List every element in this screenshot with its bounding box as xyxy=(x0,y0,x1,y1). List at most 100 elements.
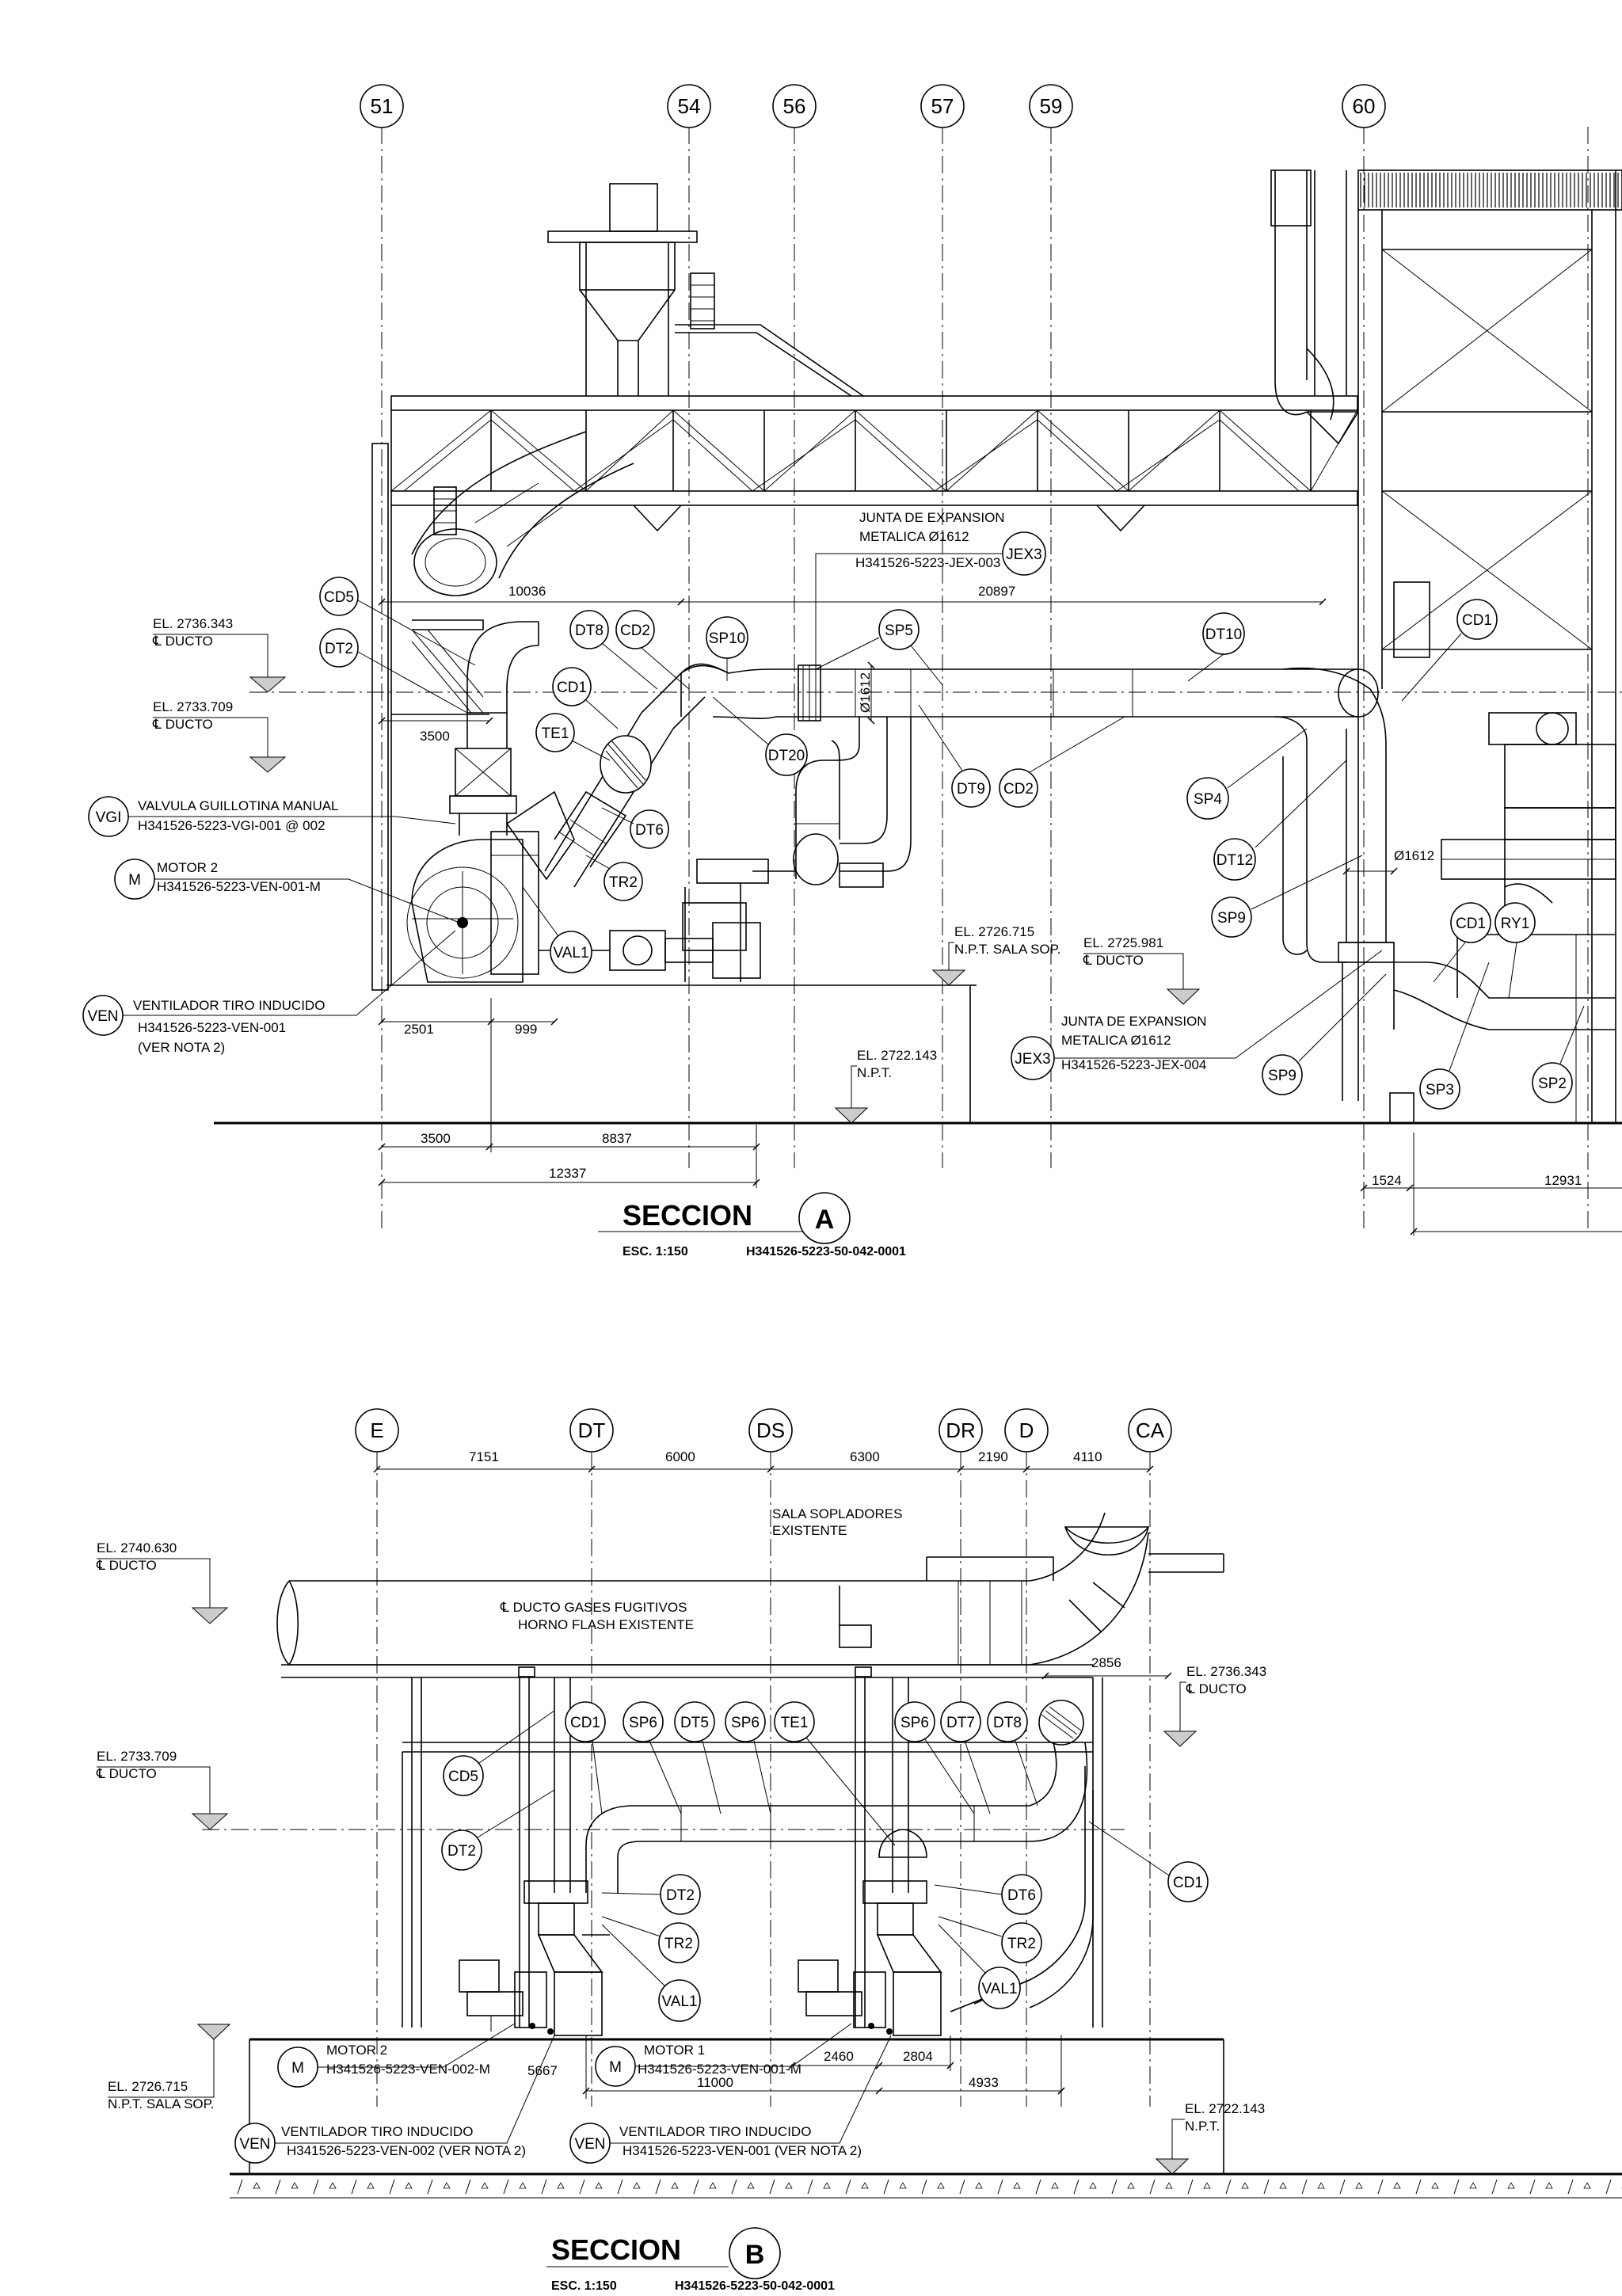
tag-dt2: DT2 xyxy=(319,628,468,714)
svg-text:JEX3: JEX3 xyxy=(1015,1051,1050,1068)
svg-text:2460: 2460 xyxy=(824,2049,854,2064)
svg-text:VAL1: VAL1 xyxy=(661,1993,697,2010)
svg-text:EL. 2740.630: EL. 2740.630 xyxy=(97,1540,177,1555)
svg-text:12337: 12337 xyxy=(549,1166,586,1181)
svg-text:VENTILADOR TIRO INDUCIDO: VENTILADOR TIRO INDUCIDO xyxy=(281,2124,473,2139)
svg-text:2804: 2804 xyxy=(903,2049,933,2064)
svg-text:DT5: DT5 xyxy=(680,1715,709,1731)
svg-text:CD1: CD1 xyxy=(1173,1875,1203,1891)
svg-text:ESC. 1:150: ESC. 1:150 xyxy=(551,2279,617,2293)
svg-text:VEN: VEN xyxy=(87,1008,118,1025)
svg-text:H341526-5223-50-042-0001: H341526-5223-50-042-0001 xyxy=(675,2279,835,2293)
svg-text:DT9: DT9 xyxy=(957,781,985,798)
tag-b-dt8: DT8 xyxy=(987,1701,1038,1807)
section-b-dimensions: 2856 11000 5667 2460 2804 4933 xyxy=(527,1655,1172,2107)
svg-text:SP6: SP6 xyxy=(900,1715,929,1731)
section-a-elevations: EL. 2736.343 ℄ DUCTO EL. 2733.709 ℄ DUCT… xyxy=(152,616,1201,1124)
svg-text:N.P.T.: N.P.T. xyxy=(1185,2119,1220,2134)
svg-text:℄ DUCTO: ℄ DUCTO xyxy=(96,1558,157,1573)
svg-text:℄ DUCTO: ℄ DUCTO xyxy=(1083,953,1144,968)
svg-text:4933: 4933 xyxy=(969,2075,999,2090)
fan-units-b xyxy=(459,1829,942,2036)
svg-text:SP6: SP6 xyxy=(629,1715,657,1731)
svg-text:5667: 5667 xyxy=(527,2063,558,2078)
tag-b-dt5: DT5 xyxy=(674,1701,722,1814)
svg-text:VALVULA GUILLOTINA MANUAL: VALVULA GUILLOTINA MANUAL xyxy=(138,798,339,813)
svg-text:3500: 3500 xyxy=(420,729,450,744)
svg-text:℄ DUCTO: ℄ DUCTO xyxy=(152,634,213,649)
elevation-2726-715: EL. 2726.715 N.P.T. SALA SOP. xyxy=(931,924,1061,986)
tag-dt8: DT8 xyxy=(569,610,658,690)
svg-text:SECCION: SECCION xyxy=(623,1199,752,1232)
svg-text:B: B xyxy=(745,2240,765,2270)
duct-diagonal-te1 xyxy=(505,664,729,888)
section-a: 51 54 56 57 59 60 xyxy=(82,84,1622,1258)
svg-text:10036: 10036 xyxy=(508,584,546,599)
section-a-grid-lines xyxy=(381,127,1589,1232)
svg-text:TE1: TE1 xyxy=(781,1715,809,1731)
tag-b-val1-left: VAL1 xyxy=(601,1924,701,2022)
grid-bubble-dr: DR xyxy=(939,1408,983,1453)
svg-text:CA: CA xyxy=(1136,1418,1165,1442)
svg-text:SP10: SP10 xyxy=(709,630,745,647)
svg-text:51: 51 xyxy=(371,94,394,118)
svg-text:M: M xyxy=(128,872,141,889)
duct-network-b xyxy=(554,1677,1094,2012)
svg-text:DT8: DT8 xyxy=(575,623,603,639)
svg-text:JEX3: JEX3 xyxy=(1006,546,1041,563)
svg-text:SP9: SP9 xyxy=(1217,910,1246,927)
svg-text:DT12: DT12 xyxy=(1216,852,1253,869)
svg-text:℄ DUCTO: ℄ DUCTO xyxy=(1186,1681,1247,1696)
tag-b-cd1-right: CD1 xyxy=(1088,1821,1209,1902)
svg-text:TR2: TR2 xyxy=(1007,1936,1036,1952)
svg-text:6000: 6000 xyxy=(665,1449,695,1464)
svg-text:2190: 2190 xyxy=(978,1449,1008,1464)
grid-bubble-e: E xyxy=(355,1408,399,1453)
tag-dt6: DT6 xyxy=(601,807,669,849)
svg-text:Ø1612: Ø1612 xyxy=(1394,848,1434,863)
svg-text:EL. 2733.709: EL. 2733.709 xyxy=(97,1749,177,1764)
section-b-grid-bubbles: E DT DS DR D CA xyxy=(355,1408,1172,1453)
tag-dt12: DT12 xyxy=(1213,760,1347,881)
svg-text:N.P.T. SALA SOP.: N.P.T. SALA SOP. xyxy=(954,942,1061,957)
svg-text:TR2: TR2 xyxy=(664,1936,693,1952)
svg-text:A: A xyxy=(815,1205,835,1235)
svg-text:DT10: DT10 xyxy=(1205,626,1242,643)
svg-text:℄ DUCTO: ℄ DUCTO xyxy=(96,1766,157,1781)
svg-text:H341526-5223-VGI-001 @ 002: H341526-5223-VGI-001 @ 002 xyxy=(138,818,326,833)
tag-b-sp6-2: SP6 xyxy=(725,1701,771,1814)
svg-text:H341526-5223-VEN-002-M: H341526-5223-VEN-002-M xyxy=(326,2062,490,2077)
tag-sp3: SP3 xyxy=(1419,961,1490,1110)
svg-text:EL. 2726.715: EL. 2726.715 xyxy=(108,2079,188,2094)
svg-text:59: 59 xyxy=(1040,94,1063,118)
tag-vgi: VGI xyxy=(88,796,129,837)
elevation-2733-709-b: EL. 2733.709 ℄ DUCTO xyxy=(96,1749,229,1830)
svg-text:TR2: TR2 xyxy=(609,874,638,891)
svg-text:H341526-5223-VEN-001 (VER NOTA: H341526-5223-VEN-001 (VER NOTA 2) xyxy=(623,2143,862,2158)
fan-unit-right xyxy=(798,1829,942,2036)
elevation-2733-709: EL. 2733.709 ℄ DUCTO xyxy=(152,699,287,773)
elevation-2722-143-b: EL. 2722.143 N.P.T. xyxy=(1155,2101,1265,2175)
svg-text:H341526-5223-VEN-001-M: H341526-5223-VEN-001-M xyxy=(638,2062,801,2077)
svg-text:E: E xyxy=(370,1418,383,1442)
svg-text:MOTOR 1: MOTOR 1 xyxy=(644,2043,705,2058)
svg-text:EXISTENTE: EXISTENTE xyxy=(772,1523,847,1538)
tag-cd1-right-top: CD1 xyxy=(1401,599,1498,702)
tag-jex3-lower: JEX3 xyxy=(1011,1036,1055,1080)
svg-text:MOTOR 2: MOTOR 2 xyxy=(326,2043,387,2058)
svg-text:EL. 2736.343: EL. 2736.343 xyxy=(1186,1664,1266,1679)
svg-text:SECCION: SECCION xyxy=(551,2233,681,2266)
tag-b-cd1-top: CD1 xyxy=(565,1701,606,1814)
section-a-notes: JUNTA DE EXPANSION METALICA Ø1612 H34152… xyxy=(123,510,1383,1072)
section-b-tags: CD1 SP6 DT5 SP6 TE1 SP6 DT7 DT8 CD5 DT2 … xyxy=(234,1701,1209,2164)
svg-text:20897: 20897 xyxy=(978,584,1015,599)
grid-bubble-57: 57 xyxy=(920,84,965,128)
svg-text:12931: 12931 xyxy=(1544,1173,1582,1188)
svg-text:EL. 2725.981: EL. 2725.981 xyxy=(1083,935,1163,950)
tag-sp9-upper: SP9 xyxy=(1211,855,1363,938)
grid-bubble-54: 54 xyxy=(667,84,711,128)
grid-bubble-56: 56 xyxy=(772,84,817,128)
tag-cd2-upper: CD2 xyxy=(615,610,690,690)
svg-text:54: 54 xyxy=(678,94,701,118)
svg-text:SP2: SP2 xyxy=(1538,1076,1567,1092)
